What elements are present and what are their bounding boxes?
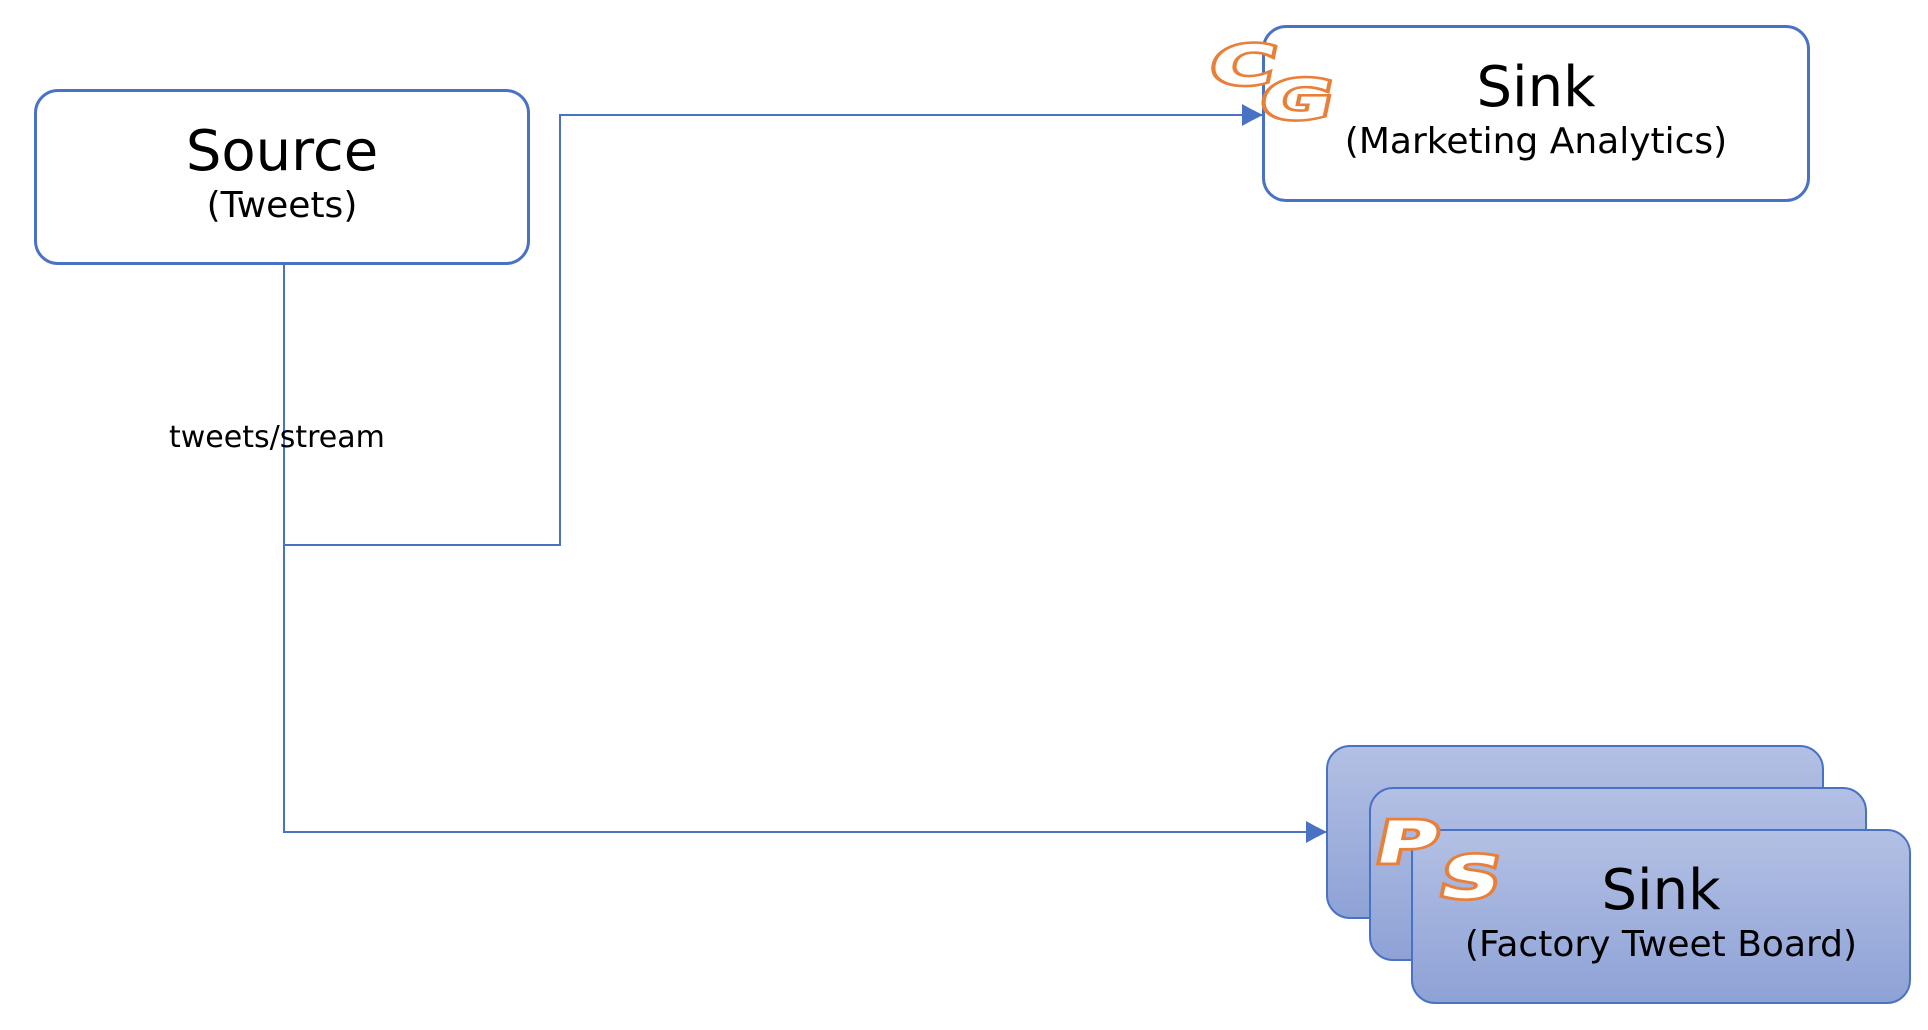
edge-label-tweets-stream: tweets/stream [169, 420, 385, 455]
svg-text:S: S [1434, 844, 1508, 911]
svg-text:G: G [1255, 69, 1339, 132]
sink-factory-subtitle: (Factory Tweet Board) [1464, 924, 1858, 965]
source-node-title: Source [185, 119, 379, 184]
cg-badge-icon: C G CG [1196, 36, 1342, 135]
sink-marketing-title: Sink [1476, 55, 1596, 120]
cg-badge-label: CG [1196, 36, 1198, 37]
edge-source-to-factory-sink [283, 545, 1327, 837]
svg-text:P: P [1370, 809, 1445, 876]
sink-factory-title: Sink [1601, 858, 1721, 923]
arrowhead-factory [1306, 821, 1326, 843]
ps-badge-label: PS [1350, 808, 1352, 809]
sink-factory-node: Sink (Factory Tweet Board) [1411, 829, 1911, 1004]
arrowhead-marketing [1242, 104, 1262, 126]
ps-badge-icon: P S PS [1350, 808, 1511, 915]
sink-marketing-subtitle: (Marketing Analytics) [1344, 121, 1728, 162]
sink-marketing-node: Sink (Marketing Analytics) [1262, 25, 1810, 202]
edge-source-to-marketing-sink [283, 110, 1263, 546]
source-node: Source (Tweets) [34, 89, 530, 265]
source-node-subtitle: (Tweets) [206, 185, 358, 226]
